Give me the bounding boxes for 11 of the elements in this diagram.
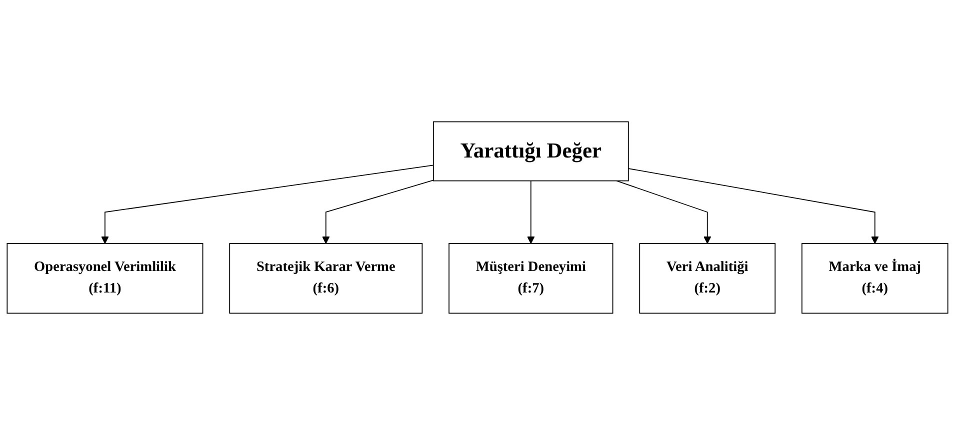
node-box: Marka ve İmaj (f:4) [801,243,948,314]
arrow [101,164,434,244]
arrow [628,168,879,244]
node-box: Yarattığı Değer [432,121,629,182]
arrow [616,180,712,244]
node-box: Veri Analitiği (f:2) [639,243,776,314]
arrow [322,180,434,244]
arrow [526,180,535,244]
node-box: Stratejik Karar Verme (f:6) [229,243,423,314]
node-box: Operasyonel Verimlilik (f:11) [6,243,204,314]
node-box: Müşteri Deneyimi (f:7) [448,243,614,314]
